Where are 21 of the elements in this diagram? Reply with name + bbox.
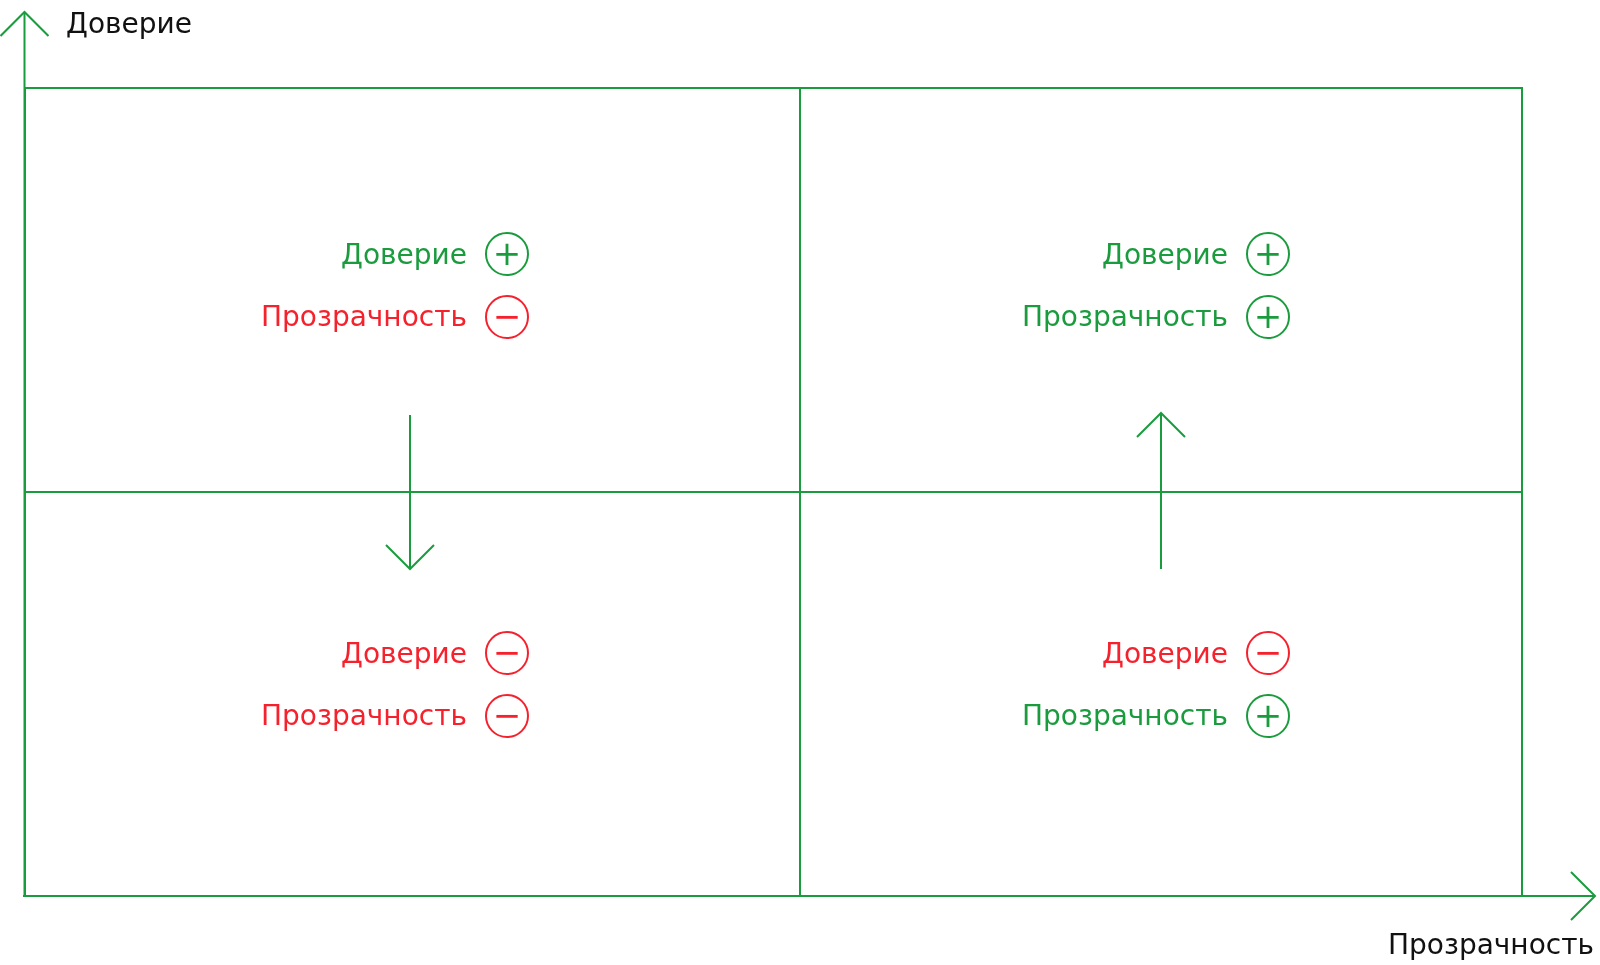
indicator-label: Прозрачность xyxy=(1022,698,1228,732)
sign-circle: + xyxy=(485,232,529,276)
sign-circle: − xyxy=(485,631,529,675)
indicator-label: Прозрачность xyxy=(261,299,467,333)
indicator-label: Доверие xyxy=(1102,237,1228,271)
axis-title: Прозрачность xyxy=(1388,928,1594,961)
sign-circle: + xyxy=(1246,295,1290,339)
arrow xyxy=(385,414,435,570)
indicator-label: Прозрачность xyxy=(1022,299,1228,333)
sign-circle: − xyxy=(485,295,529,339)
sign-circle: − xyxy=(485,694,529,738)
indicator-label: Доверие xyxy=(341,636,467,670)
sign-circle: + xyxy=(1246,232,1290,276)
axis-title: Доверие xyxy=(66,7,192,40)
sign-circle: + xyxy=(1246,694,1290,738)
arrow xyxy=(1136,412,1186,570)
indicator-label: Прозрачность xyxy=(261,698,467,732)
sign-circle: − xyxy=(1246,631,1290,675)
quadrant-box xyxy=(799,87,1523,493)
indicator-label: Доверие xyxy=(341,237,467,271)
indicator-label: Доверие xyxy=(1102,636,1228,670)
